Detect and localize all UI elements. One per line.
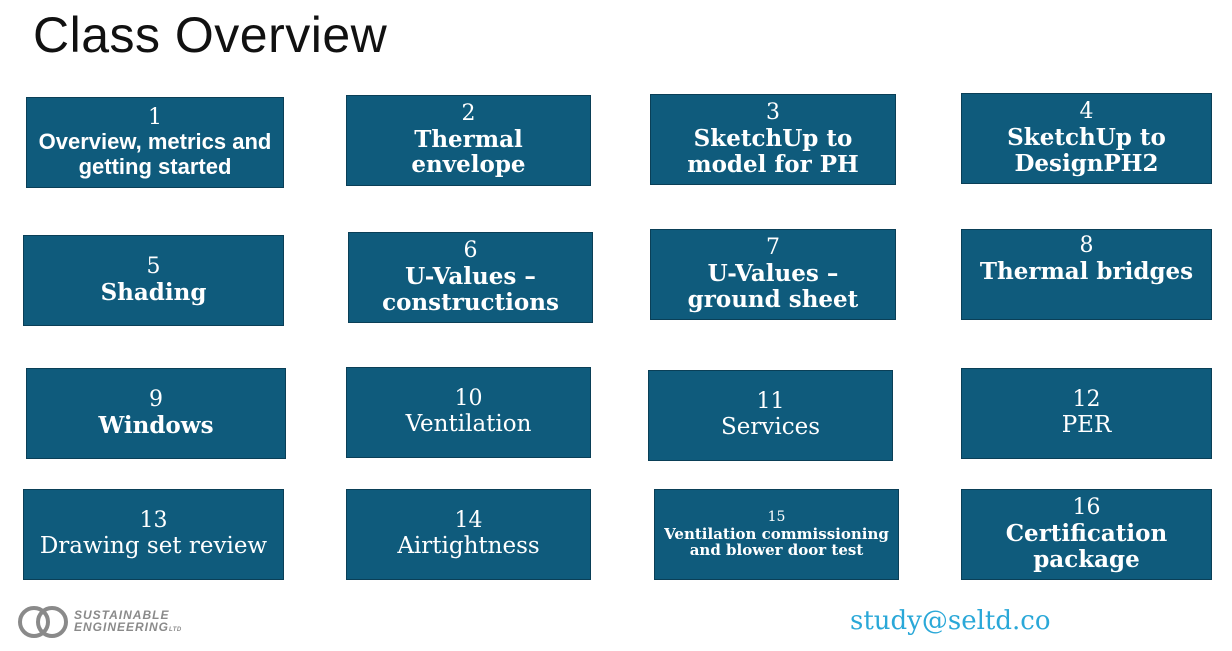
class-card-11[interactable]: 11 Services bbox=[648, 370, 893, 461]
logo-rings-icon bbox=[18, 606, 68, 638]
logo-line-2: ENGINEERING bbox=[74, 619, 170, 634]
class-label: Airtightness bbox=[397, 532, 540, 559]
page-title: Class Overview bbox=[33, 7, 388, 63]
class-number: 9 bbox=[149, 387, 163, 413]
class-card-8[interactable]: 8 Thermal bridges bbox=[961, 229, 1212, 320]
class-label: Drawing set review bbox=[39, 532, 268, 559]
class-card-4[interactable]: 4 SketchUp to DesignPH2 bbox=[961, 93, 1212, 184]
class-card-13[interactable]: 13 Drawing set review bbox=[23, 489, 284, 580]
class-number: 16 bbox=[1072, 495, 1101, 521]
logo-line-1: SUSTAINABLE bbox=[74, 607, 170, 622]
class-card-2[interactable]: 2 Thermal envelope bbox=[346, 95, 591, 186]
class-card-15[interactable]: 15 Ventilation commissioning and blower … bbox=[654, 489, 899, 580]
class-label: Ventilation bbox=[405, 410, 532, 437]
class-number: 1 bbox=[148, 104, 162, 130]
class-number: 13 bbox=[139, 508, 168, 534]
class-label: Windows bbox=[98, 411, 214, 439]
class-card-1[interactable]: 1 Overview, metrics and getting started bbox=[26, 97, 284, 188]
class-card-9[interactable]: 9 Windows bbox=[26, 368, 286, 459]
class-number: 5 bbox=[146, 254, 161, 280]
class-card-6[interactable]: 6 U-Values – constructions bbox=[348, 232, 593, 323]
class-label: Thermal bridges bbox=[979, 257, 1194, 285]
class-label: Certification package bbox=[1005, 520, 1168, 573]
class-label: Shading bbox=[100, 278, 207, 306]
class-label: U-Values – ground sheet bbox=[687, 260, 859, 313]
class-label: SketchUp to DesignPH2 bbox=[1007, 124, 1166, 177]
class-number: 11 bbox=[756, 389, 785, 415]
logo-suffix: LTD bbox=[169, 626, 182, 633]
class-card-10[interactable]: 10 Ventilation bbox=[346, 367, 591, 458]
class-label: SketchUp to model for PH bbox=[687, 125, 859, 178]
class-label: Services bbox=[720, 413, 820, 440]
class-number: 12 bbox=[1072, 387, 1101, 413]
contact-email[interactable]: study@seltd.co bbox=[850, 606, 1051, 636]
class-number: 7 bbox=[766, 235, 780, 261]
class-card-12[interactable]: 12 PER bbox=[961, 368, 1212, 459]
class-number: 4 bbox=[1079, 99, 1094, 125]
class-label: U-Values – constructions bbox=[382, 263, 559, 316]
class-number: 8 bbox=[1079, 233, 1094, 258]
class-number: 14 bbox=[454, 508, 483, 534]
class-card-7[interactable]: 7 U-Values – ground sheet bbox=[650, 229, 896, 320]
class-number: 2 bbox=[461, 101, 476, 126]
class-number: 10 bbox=[454, 386, 483, 412]
class-label: Overview, metrics and getting started bbox=[38, 129, 272, 179]
logo-text: SUSTAINABLE ENGINEERINGLTD bbox=[74, 609, 182, 636]
class-card-14[interactable]: 14 Airtightness bbox=[346, 489, 591, 580]
class-card-3[interactable]: 3 SketchUp to model for PH bbox=[650, 94, 896, 185]
class-card-16[interactable]: 16 Certification package bbox=[961, 489, 1212, 580]
class-number: 3 bbox=[766, 100, 780, 126]
company-logo: SUSTAINABLE ENGINEERINGLTD bbox=[16, 604, 216, 640]
class-number: 6 bbox=[463, 238, 478, 264]
class-label: PER bbox=[1061, 411, 1112, 438]
class-number: 15 bbox=[767, 508, 786, 525]
class-label: Ventilation commissioning and blower doo… bbox=[664, 524, 889, 560]
class-label: Thermal envelope bbox=[411, 125, 526, 179]
class-card-5[interactable]: 5 Shading bbox=[23, 235, 284, 326]
